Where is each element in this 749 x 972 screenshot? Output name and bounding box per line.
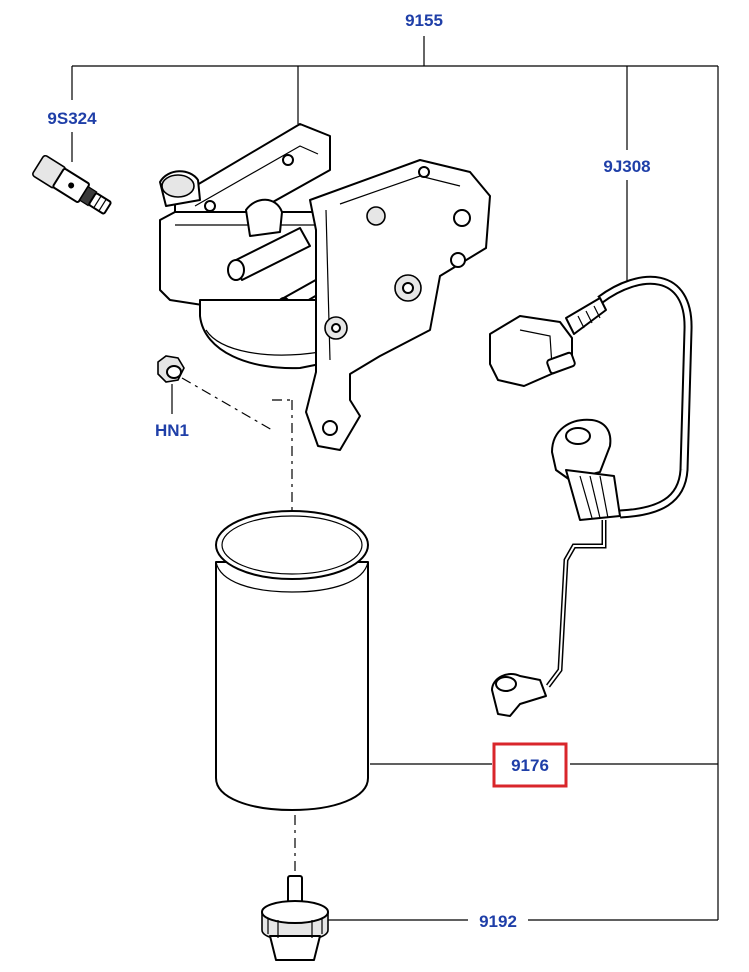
leader-lines [71,36,719,921]
callout-highlight-box [492,742,568,788]
water-in-fuel-sensor [32,154,112,215]
callout-9s324[interactable]: 9S324 [47,109,97,128]
callout-9155[interactable]: 9155 [405,11,443,30]
callout-9192[interactable]: 9192 [479,912,517,931]
centerlines [181,377,296,880]
callout-hn1[interactable]: HN1 [155,421,189,440]
callout-9176[interactable]: 9176 [511,756,549,775]
fuel-filter-element [215,510,369,811]
drain-plug [261,875,329,961]
callout-9j308[interactable]: 9J308 [603,157,650,176]
wiring-harness [489,275,693,717]
filter-head-assembly [159,123,491,451]
hex-nut [157,355,185,383]
